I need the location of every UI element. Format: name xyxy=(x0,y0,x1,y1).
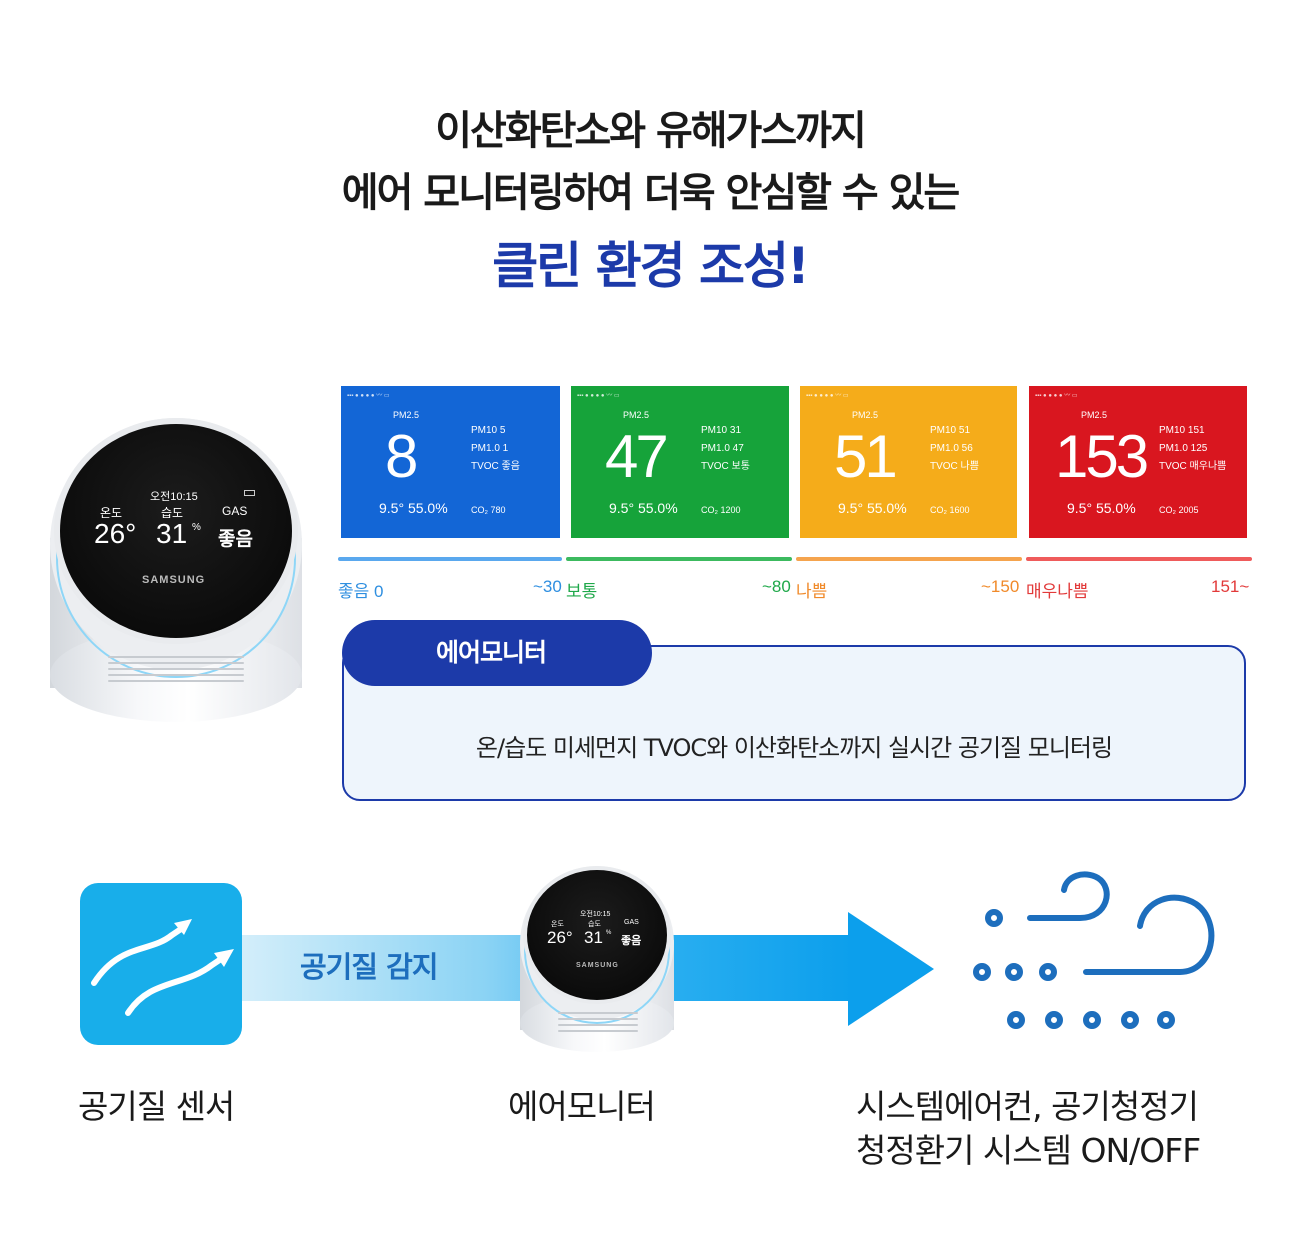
device-small-humidity-value: 31 xyxy=(584,928,603,947)
scale-label-80: ~80 xyxy=(762,577,791,596)
device-gas-value: 좋음 xyxy=(218,529,253,550)
headline-line-3: 클린 환경 조성! xyxy=(492,237,810,295)
caption-air-sensor: 공기질 센서 xyxy=(78,1087,235,1126)
panel-pm10: PM10 151 xyxy=(1159,425,1205,436)
device-small-time: 오전10:15 xyxy=(580,911,611,918)
device-temp-value: 26° xyxy=(94,518,137,549)
air-monitor-device-large: 오전10:15 온도 습도 GAS 26° 31 % 좋음 SAMSUNG xyxy=(50,418,302,723)
flow-arrow-head-icon xyxy=(848,912,934,1026)
device-small-temp-value: 26° xyxy=(547,928,573,947)
panel-pm1: PM1.0 125 xyxy=(1159,443,1208,454)
device-small-humidity-unit: % xyxy=(606,930,612,936)
panel-pm1: PM1.0 56 xyxy=(930,443,973,454)
panel-co2: CO₂ 780 xyxy=(471,505,506,515)
device-small-label-gas: GAS xyxy=(624,919,639,926)
headline-line-1: 이산화탄소와 유해가스까지 xyxy=(435,108,867,154)
panel-pm10: PM10 51 xyxy=(930,425,971,436)
panel-co2: CO₂ 2005 xyxy=(1159,505,1199,515)
panel-pm25-label: PM2.5 xyxy=(623,410,650,420)
panel-pm1: PM1.0 47 xyxy=(701,443,744,454)
device-label-temp: 온도 xyxy=(100,506,123,520)
scale-bar-good xyxy=(338,557,562,561)
device-small-brand-logo: SAMSUNG xyxy=(576,962,619,969)
panel-pm25-value: 51 xyxy=(834,423,898,490)
scale-label-good: 좋음 0 xyxy=(338,582,384,601)
panel-pm25-value: 153 xyxy=(1055,423,1149,490)
panel-pm1: PM1.0 1 xyxy=(471,443,509,454)
air-monitor-tab: 에어모니터 xyxy=(342,620,652,686)
caption-output-line-2: 청정환기 시스템 ON/OFF xyxy=(856,1131,1201,1170)
ventilation-wind-icon xyxy=(973,871,1215,1029)
panel-tvoc: TVOC 나쁨 xyxy=(930,461,979,472)
panel-pm25-label: PM2.5 xyxy=(1081,410,1108,420)
scale-label-bad: 나쁨 xyxy=(796,582,828,601)
panel-tvoc: TVOC 보통 xyxy=(701,461,750,472)
device-small-label-humidity: 습도 xyxy=(588,921,601,928)
panel-temp-humidity: 9.5° 55.0% xyxy=(1067,500,1136,516)
panel-pm25-label: PM2.5 xyxy=(393,410,420,420)
device-humidity-value: 31 xyxy=(156,518,188,549)
caption-output-line-1: 시스템에어컨, 공기청정기 xyxy=(856,1087,1199,1126)
panel-pm25-value: 8 xyxy=(385,423,418,490)
device-brand-logo: SAMSUNG xyxy=(142,574,206,586)
panel-pm10: PM10 31 xyxy=(701,425,742,436)
panel-temp-humidity: 9.5° 55.0% xyxy=(609,500,678,516)
device-small-gas-value: 좋음 xyxy=(621,935,642,947)
caption-air-monitor: 에어모니터 xyxy=(508,1087,656,1126)
air-monitor-device-small: 오전10:15 온도 습도 GAS 26° 31 % 좋음 SAMSUNG xyxy=(520,866,674,1052)
device-time: 오전10:15 xyxy=(150,491,198,503)
device-small-label-temp: 온도 xyxy=(551,921,564,928)
air-monitor-description: 온/습도 미세먼지 TVOC와 이산화탄소까지 실시간 공기질 모니터링 xyxy=(475,734,1113,762)
scale-label-normal: 보통 xyxy=(566,582,598,601)
scale-bar-bad xyxy=(796,557,1022,561)
panel-temp-humidity: 9.5° 55.0% xyxy=(838,500,907,516)
scale-label-30: ~30 xyxy=(533,577,562,596)
scale-label-151: 151~ xyxy=(1211,577,1250,596)
panel-co2: CO₂ 1600 xyxy=(930,505,970,515)
panel-pm10: PM10 5 xyxy=(471,425,506,436)
scale-bar-very-bad xyxy=(1026,557,1252,561)
scale-label-150: ~150 xyxy=(981,577,1020,596)
headline-line-2: 에어 모니터링하여 더욱 안심할 수 있는 xyxy=(341,170,960,216)
panel-co2: CO₂ 1200 xyxy=(701,505,741,515)
panel-pm25-value: 47 xyxy=(605,423,669,490)
device-humidity-unit: % xyxy=(192,522,201,533)
panel-pm25-label: PM2.5 xyxy=(852,410,879,420)
flow-detect-label: 공기질 감지 xyxy=(300,950,438,984)
scale-label-very-bad: 매우나쁨 xyxy=(1026,582,1089,601)
device-label-humidity: 습도 xyxy=(161,506,184,520)
panel-temp-humidity: 9.5° 55.0% xyxy=(379,500,448,516)
panel-tvoc: TVOC 매우나쁨 xyxy=(1159,461,1227,472)
air-sensor-icon xyxy=(80,883,242,1045)
device-label-gas: GAS xyxy=(222,504,248,518)
scale-bar-normal xyxy=(566,557,792,561)
panel-tvoc: TVOC 좋음 xyxy=(471,461,520,472)
